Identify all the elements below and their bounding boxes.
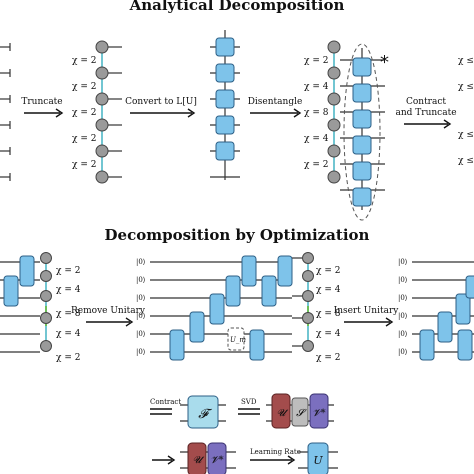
chi-label: χ = 2 bbox=[72, 56, 96, 66]
contract-label-2: and Truncate bbox=[395, 108, 456, 118]
asterisk-mark: * bbox=[380, 52, 389, 73]
chi-label: χ = 4 bbox=[56, 329, 81, 339]
right-chi-labels: χ ≤ χ ≤ χ ≤ χ ≤ bbox=[458, 56, 474, 166]
svd-tensors bbox=[266, 393, 334, 429]
chi-label: χ = 2 bbox=[72, 82, 96, 92]
ket-zero: |0⟩ bbox=[136, 294, 146, 302]
insert-unitary-arrow bbox=[344, 317, 394, 327]
chi-label: χ = 2 bbox=[316, 266, 340, 276]
truncate-arrow bbox=[24, 108, 64, 118]
ket-labels-right: |0⟩ |0⟩ |0⟩ |0⟩ |0⟩ |0⟩ bbox=[398, 258, 408, 356]
chi-label: χ = 2 bbox=[304, 160, 328, 170]
disentangled-network bbox=[327, 40, 385, 221]
remove-unitary-label: Remove Unitary bbox=[71, 306, 146, 316]
chi-label: χ = 4 bbox=[304, 134, 329, 144]
truncated-mps bbox=[95, 40, 122, 184]
middle-mps bbox=[292, 252, 314, 352]
u-symbol-2: 𝓤 bbox=[193, 455, 205, 466]
ket-labels-mid: |0⟩ |0⟩ |0⟩ |0⟩ |0⟩ |0⟩ bbox=[136, 258, 146, 356]
chi-label: χ ≤ bbox=[458, 82, 474, 92]
disentangle-arrow bbox=[250, 108, 302, 118]
ket-zero: |0⟩ bbox=[398, 258, 408, 266]
chi-label: χ = 2 bbox=[72, 160, 96, 170]
insert-unitary-label: Insert Unitary bbox=[334, 306, 400, 316]
analytical-title: Analytical Decomposition bbox=[129, 0, 345, 14]
contract-label-1: Contract bbox=[406, 97, 446, 107]
chi-label: χ = 2 bbox=[56, 353, 80, 363]
ket-zero: |0⟩ bbox=[398, 276, 408, 284]
removed-unitary-label: U_m bbox=[230, 336, 246, 344]
ket-zero: |0⟩ bbox=[136, 330, 146, 338]
truncate-label: Truncate bbox=[21, 97, 62, 107]
chi-label: χ = 4 bbox=[56, 285, 81, 295]
chi-label: χ = 4 bbox=[316, 285, 341, 295]
optimization-title: Decomposition by Optimization bbox=[105, 226, 370, 244]
u-new-symbol: U bbox=[313, 454, 323, 467]
right-circuit bbox=[412, 261, 474, 361]
chi-label: χ = 2 bbox=[72, 134, 96, 144]
unitary-chain bbox=[210, 30, 240, 180]
learning-rate-label: Learning Rate bbox=[250, 448, 301, 456]
ket-zero: |0⟩ bbox=[136, 276, 146, 284]
middle-circuit bbox=[150, 255, 293, 361]
legend-contract-label: Contract bbox=[150, 398, 181, 406]
uv-tensors bbox=[180, 442, 236, 474]
v-symbol-2: 𝓥* bbox=[210, 455, 223, 466]
s-symbol: 𝓢 bbox=[296, 408, 307, 419]
chi-label: χ = 4 bbox=[316, 329, 341, 339]
ket-zero: |0⟩ bbox=[136, 312, 146, 320]
f-tensor bbox=[180, 395, 226, 429]
initial-state-wires bbox=[0, 43, 11, 181]
contract-arrow bbox=[404, 119, 452, 129]
legend-svd-label: SVD bbox=[241, 398, 257, 406]
chi-label: χ ≤ bbox=[458, 56, 474, 66]
chi-label: χ ≤ bbox=[458, 156, 474, 166]
chi-label: χ = 2 bbox=[316, 353, 340, 363]
ket-zero: |0⟩ bbox=[398, 348, 408, 356]
u-symbol: 𝓤 bbox=[277, 408, 289, 419]
v-symbol: 𝓥* bbox=[312, 408, 325, 419]
disentangle-label: Disentangle bbox=[248, 97, 303, 107]
optimization-left-network bbox=[0, 252, 52, 353]
learning-rate-arrow bbox=[250, 455, 296, 465]
contract-equals-icon bbox=[150, 408, 172, 415]
ket-zero: |0⟩ bbox=[398, 294, 408, 302]
ket-zero: |0⟩ bbox=[136, 258, 146, 266]
remove-unitary-arrow bbox=[86, 317, 134, 327]
chi-label: χ = 4 bbox=[304, 82, 329, 92]
truncated-chi-labels: χ = 2 χ = 2 χ = 2 χ = 2 χ = 2 bbox=[72, 56, 96, 170]
optimization-mid-chi-labels: χ = 2 χ = 4 χ = 8 χ = 4 χ = 2 bbox=[316, 266, 341, 363]
convert-arrow bbox=[130, 108, 196, 118]
ket-zero: |0⟩ bbox=[398, 312, 408, 320]
optimization-left-chi-labels: χ = 2 χ = 4 χ = 8 χ = 4 χ = 2 bbox=[56, 266, 81, 363]
svd-equals-icon bbox=[238, 408, 260, 415]
disentangled-chi-labels: χ = 2 χ = 4 χ = 8 χ = 4 χ = 2 bbox=[304, 56, 329, 170]
chi-label: χ = 8 bbox=[316, 309, 341, 319]
convert-label: Convert to L[U] bbox=[125, 97, 197, 107]
updated-unitary bbox=[298, 442, 338, 474]
chi-label: χ ≤ bbox=[458, 130, 474, 140]
chi-label: χ = 8 bbox=[304, 108, 329, 118]
chi-label: χ = 2 bbox=[304, 56, 328, 66]
ket-zero: |0⟩ bbox=[136, 348, 146, 356]
lr-left-arrow bbox=[152, 455, 176, 465]
chi-label: χ = 2 bbox=[72, 108, 96, 118]
ket-zero: |0⟩ bbox=[398, 330, 408, 338]
chi-label: χ = 2 bbox=[56, 266, 80, 276]
chi-label: χ = 8 bbox=[56, 309, 81, 319]
